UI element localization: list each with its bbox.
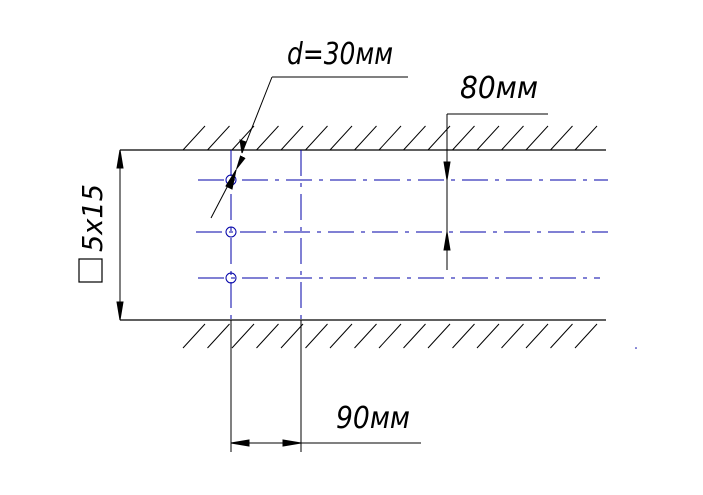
hatch-mark xyxy=(427,323,451,349)
spacing-label: 80мм xyxy=(460,71,538,106)
hatch-mark xyxy=(574,125,598,151)
hatch-mark xyxy=(550,125,573,151)
hatch-mark xyxy=(329,323,353,349)
hatch-mark xyxy=(427,125,451,151)
offset-dimension xyxy=(230,320,421,452)
hatch-mark xyxy=(305,323,328,349)
hatch-mark xyxy=(256,323,279,349)
height-dimension xyxy=(116,149,124,321)
top-wall-hatching xyxy=(182,125,598,151)
hatch-mark xyxy=(207,125,230,151)
hatch-mark xyxy=(574,323,598,349)
diameter-leader xyxy=(210,76,408,219)
hatch-mark xyxy=(378,323,402,349)
hatch-mark xyxy=(329,125,353,151)
spacing-dimension xyxy=(443,113,548,270)
bottom-wall-hatching xyxy=(182,323,598,349)
hatch-mark xyxy=(207,323,230,349)
diameter-label: d=30мм xyxy=(287,37,393,72)
hatch-mark xyxy=(452,323,475,349)
hatch-mark xyxy=(525,323,549,349)
center-lines xyxy=(196,150,608,348)
hatch-mark xyxy=(403,125,426,151)
hatch-mark xyxy=(280,125,304,151)
hatch-mark xyxy=(354,323,377,349)
offset-label: 90мм xyxy=(336,401,410,436)
hatch-mark xyxy=(256,125,279,151)
hatch-mark xyxy=(501,125,524,151)
hatch-mark xyxy=(476,323,500,349)
hatch-mark xyxy=(550,323,573,349)
hatch-mark xyxy=(378,125,402,151)
hatch-mark xyxy=(182,125,206,151)
hole-icon xyxy=(225,272,237,284)
hatch-mark xyxy=(280,323,304,349)
section-label: 5x15 xyxy=(76,184,109,252)
hatch-mark xyxy=(452,125,475,151)
stray-dot xyxy=(635,347,637,349)
hatch-mark xyxy=(501,323,524,349)
hatch-mark xyxy=(182,323,206,349)
hatch-mark xyxy=(403,323,426,349)
hatch-mark xyxy=(231,125,255,151)
hatch-mark xyxy=(476,125,500,151)
hatch-mark xyxy=(305,125,328,151)
square-outline-icon xyxy=(78,258,103,283)
section-label-group: 5x15 xyxy=(76,184,109,283)
hatch-mark xyxy=(231,323,255,349)
hatch-mark xyxy=(354,125,377,151)
hatch-mark xyxy=(525,125,549,151)
hole-icon xyxy=(225,226,237,238)
